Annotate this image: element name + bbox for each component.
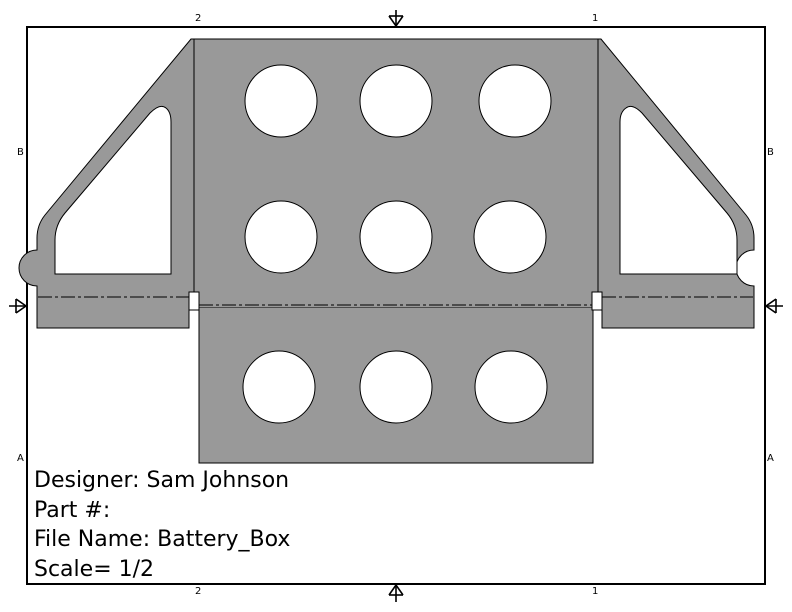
center-arrow-left-icon [9,298,28,314]
zone-label-left-b: B [17,147,24,158]
title-block: Designer: Sam Johnson Part #: File Name:… [34,466,290,584]
zone-label-bottom-2: 2 [195,586,202,597]
hole [242,350,316,424]
file-name-text: File Name: Battery_Box [34,527,291,552]
hole [478,64,552,138]
zone-label-left-a: A [17,453,24,464]
part-number-text: Part #: [34,497,111,523]
hole [244,64,318,138]
zone-label-top-2: 2 [195,13,202,24]
hole-pattern [242,64,552,424]
bend-lines [38,40,753,306]
hole [359,64,433,138]
left-flange-cutout [54,105,172,275]
zone-label-top-1: 1 [592,13,599,24]
center-arrow-top-icon [388,10,404,28]
center-arrow-bottom-icon [388,583,404,602]
relief-notch-left [188,291,200,311]
zone-label-right-b: B [767,147,774,158]
relief-notch-right [591,291,603,311]
designer-text: Designer: Sam Johnson [34,468,290,493]
hole [473,200,547,274]
scale-text: Scale= 1/2 [34,556,155,582]
center-arrow-right-icon [764,298,783,314]
zone-label-right-a: A [767,453,774,464]
hole [244,200,318,274]
hole [359,350,433,424]
zone-label-bottom-1: 1 [592,586,599,597]
hole [474,350,548,424]
right-flange-cutout [619,105,738,275]
hole [359,200,433,274]
